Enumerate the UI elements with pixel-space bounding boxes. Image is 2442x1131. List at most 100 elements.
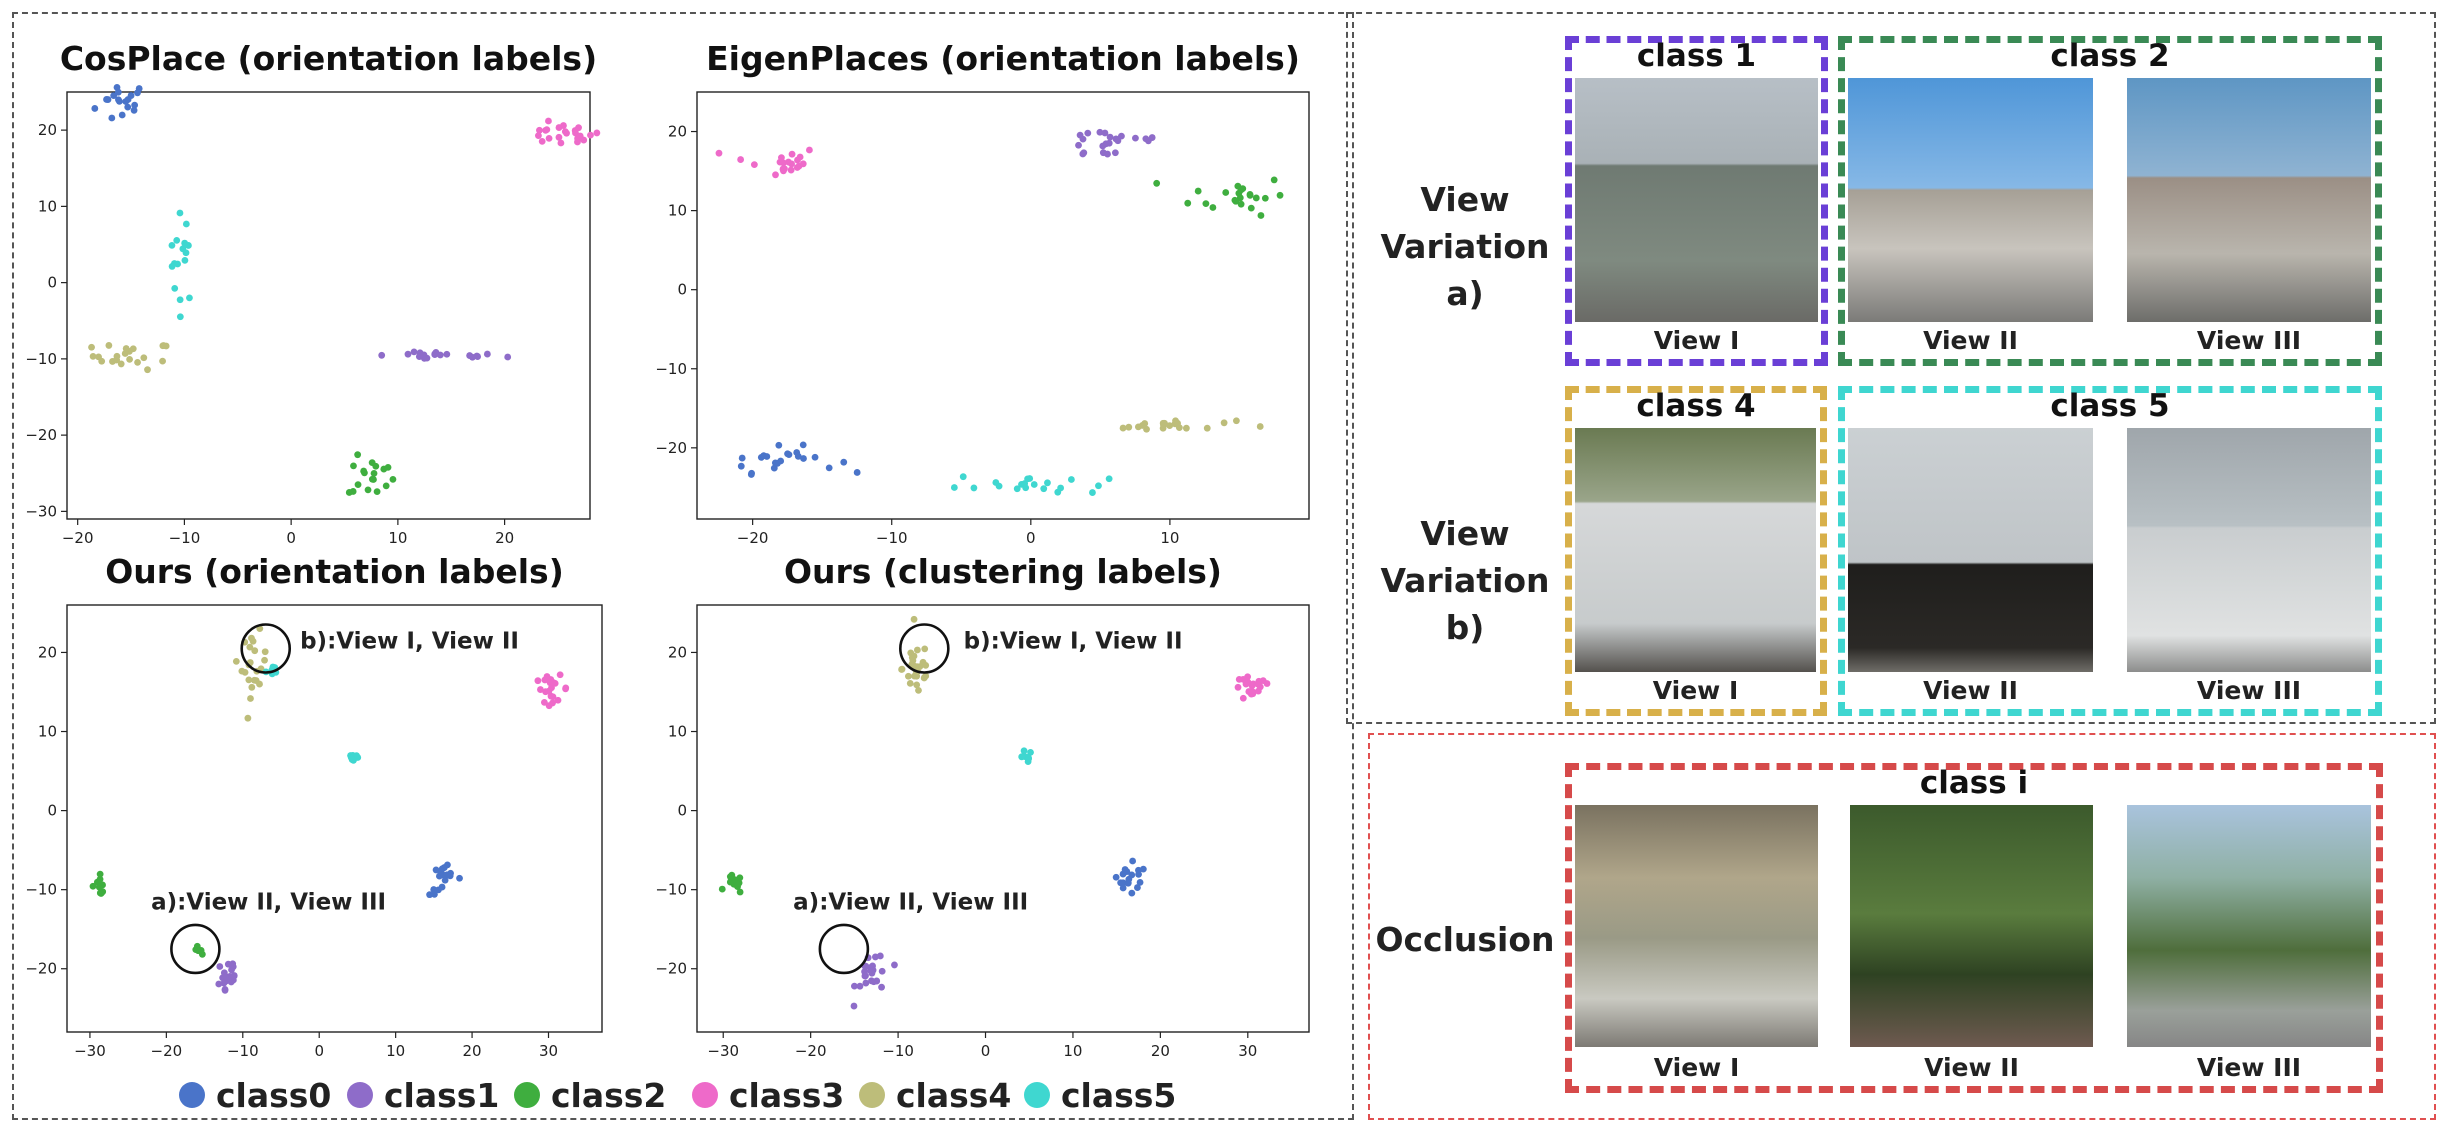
point-class4: [921, 645, 929, 653]
point-class2: [1261, 194, 1269, 202]
point-class2: [389, 475, 397, 483]
point-class2: [368, 475, 376, 483]
point-class1: [474, 353, 482, 360]
view-label: View I: [1652, 676, 1739, 705]
side-label-line: Variation: [1380, 561, 1550, 600]
point-class3: [806, 146, 813, 154]
legend-item-class4: class4: [859, 1076, 1011, 1115]
point-class1: [1104, 150, 1111, 158]
point-class1: [1084, 129, 1092, 137]
point-class1: [871, 953, 879, 961]
y-tick-label: 10: [668, 723, 687, 741]
point-class4: [908, 654, 916, 661]
point-class2: [373, 488, 381, 496]
photo-1: [1575, 78, 1818, 322]
point-class3: [575, 124, 582, 132]
point-class4: [248, 683, 256, 691]
point-class3: [545, 117, 552, 125]
legend-label: class3: [729, 1076, 844, 1115]
legend-item-class1: class1: [347, 1076, 499, 1115]
point-class2: [1237, 200, 1245, 208]
point-class4: [134, 358, 141, 366]
point-class5: [168, 263, 176, 270]
point-class2: [1222, 189, 1230, 196]
point-class5: [1024, 475, 1031, 483]
point-class2: [89, 882, 97, 890]
view-label: View II: [1923, 326, 2018, 355]
point-class4: [1166, 422, 1174, 430]
legend-label: class2: [551, 1076, 666, 1115]
y-tick-label: 0: [47, 274, 57, 292]
legend-label: class1: [384, 1076, 499, 1115]
legend-swatch: [859, 1082, 885, 1108]
point-class3: [545, 702, 553, 710]
class-group-border: [1565, 763, 2383, 1093]
point-class1: [891, 961, 898, 969]
point-class4: [121, 350, 129, 357]
x-tick-label: 20: [495, 529, 514, 547]
point-class0: [127, 92, 135, 99]
view-label: View I: [1653, 326, 1740, 355]
point-class2: [354, 481, 362, 489]
point-class0: [103, 96, 110, 103]
x-tick-label: 20: [463, 1042, 482, 1060]
annotation-label: a):View II, View III: [793, 890, 1028, 916]
point-class4: [261, 656, 268, 664]
point-class1: [1096, 128, 1104, 136]
x-tick-label: 10: [388, 529, 407, 547]
point-class1: [1079, 150, 1087, 158]
point-class3: [546, 679, 554, 687]
point-class2: [97, 890, 105, 897]
point-class1: [1106, 133, 1114, 141]
point-class4: [126, 355, 133, 363]
point-class4: [246, 643, 254, 651]
point-class3: [787, 166, 795, 174]
point-class5: [1095, 482, 1102, 490]
point-class1: [856, 982, 864, 990]
x-tick-label: 10: [386, 1042, 405, 1060]
x-tick-label: −20: [737, 529, 769, 547]
point-class0: [115, 96, 122, 104]
point-class5: [1018, 753, 1026, 761]
point-class5: [353, 752, 360, 760]
row-side-label: Occlusion: [1370, 916, 1560, 963]
point-class3: [537, 686, 544, 693]
point-class2: [1232, 197, 1240, 205]
point-class0: [775, 441, 783, 449]
point-class3: [545, 135, 553, 142]
point-class2: [1194, 187, 1202, 195]
point-class1: [220, 969, 228, 977]
point-class2: [736, 888, 744, 896]
point-class1: [1111, 149, 1119, 157]
point-class1: [878, 967, 886, 975]
view-label: View III: [2196, 1053, 2302, 1082]
point-class2: [384, 463, 392, 471]
point-class4: [232, 657, 240, 665]
point-class2: [726, 873, 734, 881]
point-class5: [176, 296, 184, 304]
point-class2: [1184, 199, 1192, 207]
class-group-border: [1838, 36, 2382, 366]
y-tick-label: −10: [25, 881, 57, 899]
view-label: View II: [1923, 676, 2018, 705]
point-class1: [224, 960, 232, 968]
point-class1: [221, 986, 229, 994]
point-class2: [1257, 212, 1265, 219]
point-class3: [1254, 680, 1262, 688]
x-tick-label: −20: [151, 1042, 183, 1060]
view-label: View III: [2196, 326, 2302, 355]
point-class0: [108, 114, 116, 122]
plot-title: CosPlace (orientation labels): [60, 39, 597, 78]
point-class2: [198, 950, 206, 958]
point-class3: [562, 684, 570, 692]
legend-item-class3: class3: [692, 1076, 844, 1115]
point-class0: [1123, 868, 1131, 875]
x-tick-label: 10: [1160, 529, 1179, 547]
point-class4: [98, 357, 106, 365]
point-class0: [1119, 884, 1127, 892]
photo-2: [1848, 78, 2093, 322]
x-tick-label: 10: [1063, 1042, 1082, 1060]
point-class1: [431, 350, 439, 358]
point-class5: [168, 241, 176, 249]
